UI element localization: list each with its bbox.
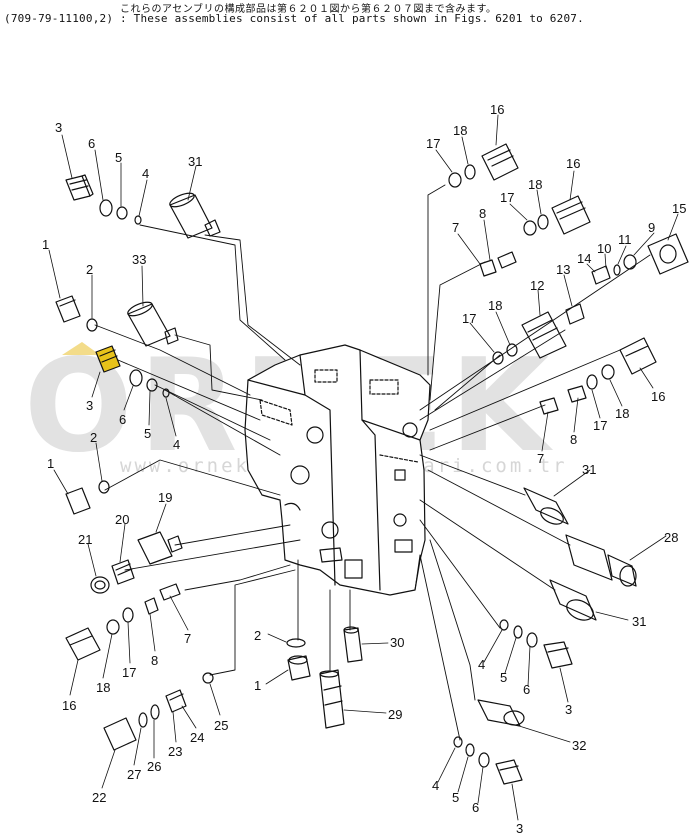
callout-6: 6 (119, 412, 126, 427)
callout-5: 5 (115, 150, 122, 165)
callout-1: 1 (254, 678, 261, 693)
callout-17: 17 (500, 190, 514, 205)
callout-15: 15 (672, 201, 686, 216)
callout-14: 14 (577, 251, 591, 266)
callout-3: 3 (55, 120, 62, 135)
callout-17: 17 (462, 311, 476, 326)
callout-16: 16 (651, 389, 665, 404)
callout-17: 17 (426, 136, 440, 151)
callout-5: 5 (500, 670, 507, 685)
header-japanese-note: これらのアセンブリの構成部品は第６２０１図から第６２０７図まで含みます。 (120, 4, 497, 15)
callout-8: 8 (570, 432, 577, 447)
callout-4: 4 (432, 778, 439, 793)
parts-left (55, 174, 363, 751)
callout-26: 26 (147, 759, 161, 774)
callout-16: 16 (566, 156, 580, 171)
valve-body (244, 344, 431, 596)
callout-7: 7 (537, 451, 544, 466)
callout-28: 28 (664, 530, 678, 545)
callout-8: 8 (479, 206, 486, 221)
callout-29: 29 (388, 707, 402, 722)
callout-16: 16 (490, 102, 504, 117)
callout-21: 21 (78, 532, 92, 547)
callout-13: 13 (556, 262, 570, 277)
callout-7: 7 (184, 631, 191, 646)
callout-16: 16 (62, 698, 76, 713)
callout-3: 3 (516, 821, 523, 836)
callout-19: 19 (158, 490, 172, 505)
callout-33: 33 (132, 252, 146, 267)
callout-18: 18 (615, 406, 629, 421)
callout-2: 2 (254, 628, 261, 643)
callout-4: 4 (478, 657, 485, 672)
callout-17: 17 (122, 665, 136, 680)
callout-24: 24 (190, 730, 204, 745)
callout-6: 6 (523, 682, 530, 697)
callout-11: 11 (618, 232, 632, 247)
callout-labels: 3 6 5 4 31 1 2 33 3 6 5 4 2 1 19 20 21 1… (42, 102, 686, 836)
callout-1: 1 (42, 237, 49, 252)
callout-23: 23 (168, 744, 182, 759)
callout-1: 1 (47, 456, 54, 471)
callout-4: 4 (142, 166, 149, 181)
callout-18: 18 (453, 123, 467, 138)
callout-2: 2 (86, 262, 93, 277)
callout-3: 3 (86, 398, 93, 413)
callout-17: 17 (593, 418, 607, 433)
callout-31: 31 (632, 614, 646, 629)
parts-right (448, 143, 689, 785)
callout-18: 18 (528, 177, 542, 192)
callout-20: 20 (115, 512, 129, 527)
leader-lines (94, 184, 651, 741)
callout-9: 9 (648, 220, 655, 235)
callout-18: 18 (488, 298, 502, 313)
callout-18: 18 (96, 680, 110, 695)
callout-22: 22 (92, 790, 106, 805)
callout-27: 27 (127, 767, 141, 782)
watermark-accent (62, 342, 100, 355)
callout-12: 12 (530, 278, 544, 293)
callout-5: 5 (452, 790, 459, 805)
callout-8: 8 (151, 653, 158, 668)
callout-10: 10 (597, 241, 611, 256)
callout-7: 7 (452, 220, 459, 235)
callout-32: 32 (572, 738, 586, 753)
header-assembly-note: (709-79-11100,2) : These assemblies cons… (4, 12, 584, 25)
callout-6: 6 (88, 136, 95, 151)
callout-25: 25 (214, 718, 228, 733)
callout-pointers (48, 114, 679, 821)
callout-3: 3 (565, 702, 572, 717)
callout-2: 2 (90, 430, 97, 445)
callout-4: 4 (173, 437, 180, 452)
callout-31: 31 (582, 462, 596, 477)
callout-5: 5 (144, 426, 151, 441)
callout-31: 31 (188, 154, 202, 169)
callout-30: 30 (390, 635, 404, 650)
callout-6: 6 (472, 800, 479, 815)
